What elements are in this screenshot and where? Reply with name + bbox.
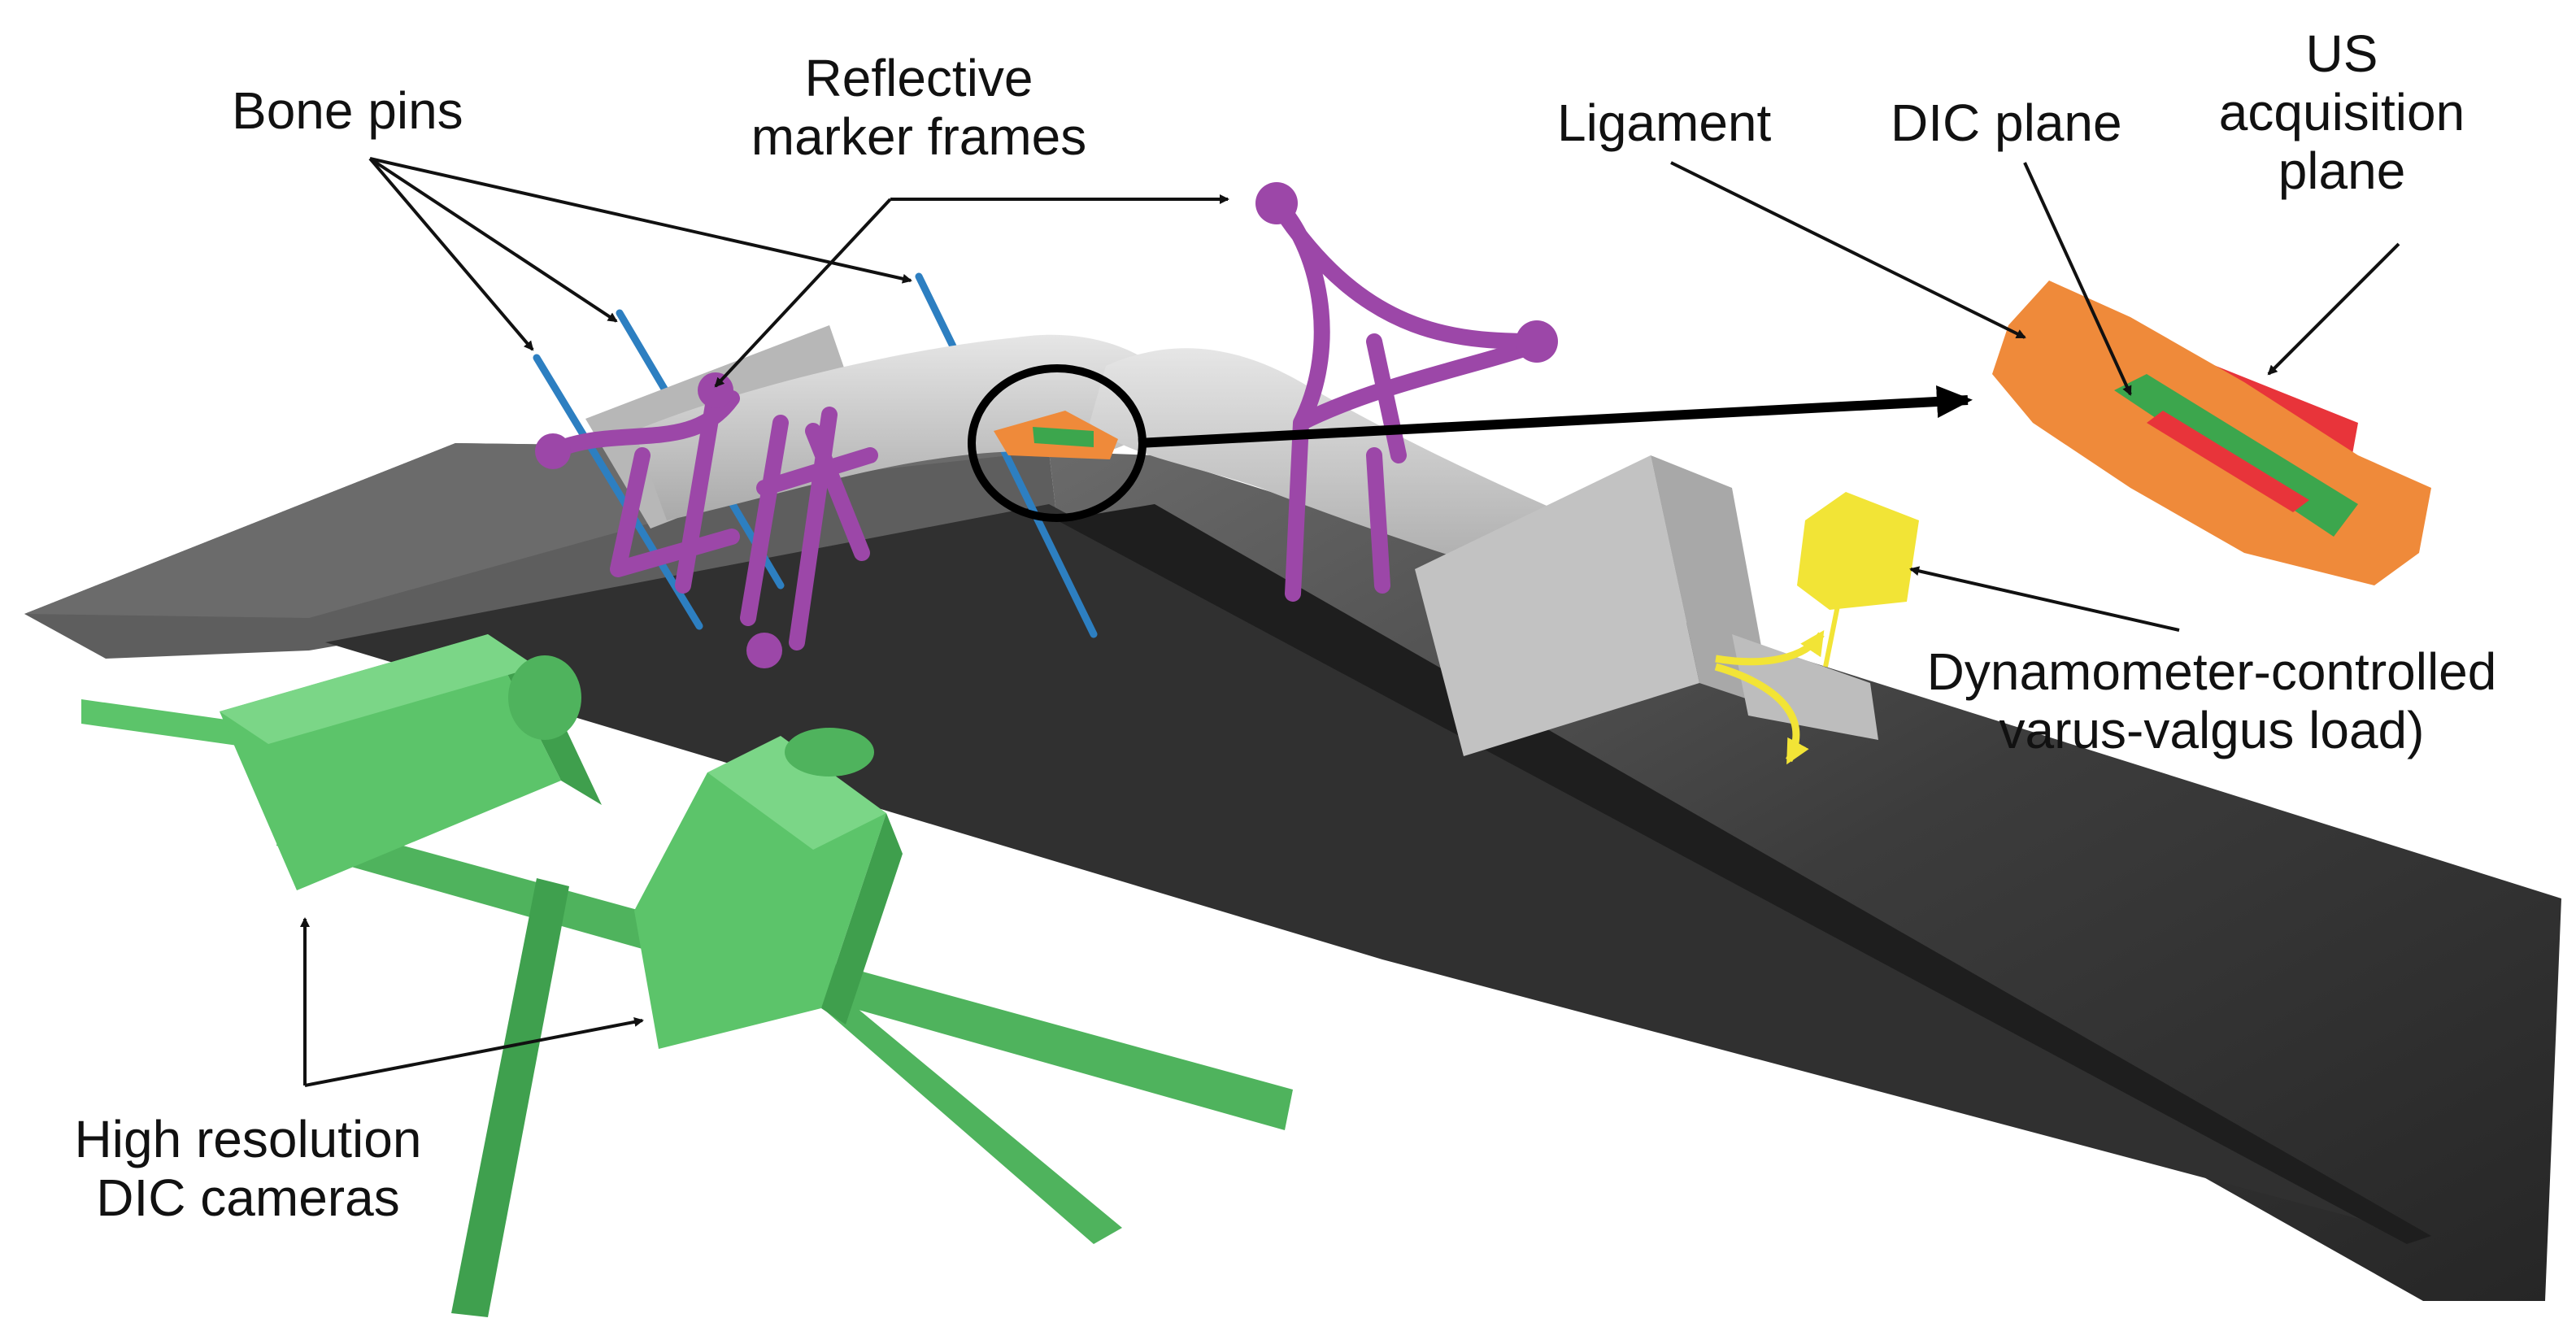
dic-cameras [81,634,1293,1317]
arrow-marker-frames-1 [714,198,892,388]
marker-frame-tibia [1268,195,1553,602]
arrow-bone-pins-3 [369,157,912,284]
label-us-line3: plane [2278,141,2406,200]
arrow-bone-pins-1 [368,157,534,351]
arrow-bone-pins-2 [368,157,618,323]
label-reflective-line2: marker frames [751,107,1087,166]
dynamometer-rod [1823,605,1840,668]
arrow-ligament [1670,161,2026,339]
label-dyn-line2: varus-valgus load) [1999,701,2425,759]
zoom-arrow [1138,385,1973,448]
arrow-dic-plane [2023,162,2132,396]
load-arrow-up [1715,630,1825,666]
label-ligament: Ligament [1557,94,1772,152]
label-us-acquisition-plane: US acquisition plane [2171,24,2513,200]
camera-1-lens [508,655,581,740]
marker-sphere-5 [1516,320,1558,363]
platform-shadow [325,504,2423,1236]
marker-frame-femur-1 [545,382,740,594]
dynamometer [1714,492,1919,765]
label-us-line2: acquisition [2218,83,2465,141]
camera-leg-1 [451,878,569,1317]
dic-plane-small [1033,427,1094,447]
platform-groove [1057,504,2431,1244]
label-dic-cameras: High resolution DIC cameras [37,1110,459,1227]
annotation-arrows [300,157,2400,1087]
label-dic-plane: DIC plane [1891,94,2122,152]
marker-sphere-1 [535,433,571,469]
camera-1-top [220,634,537,744]
label-cam-line1: High resolution [74,1110,422,1168]
camera-2-lens [785,728,874,777]
ligament-enlarged [1992,281,2431,585]
label-bone-pins: Bone pins [232,81,463,140]
camera-leg-2 [813,992,1122,1244]
marker-sphere-2 [698,372,733,408]
marker-frame-femur-2 [740,407,878,650]
platform [24,443,2561,1301]
arrow-cameras-2 [304,1017,644,1087]
label-us-line1: US [2305,24,2378,83]
label-dyn-line1: Dynamometer-controlled [1926,642,2497,701]
tibia-clamp [1415,455,1699,756]
label-dynamometer: Dynamometer-controlled varus-valgus load… [1862,642,2561,759]
marker-sphere-4 [1255,182,1298,224]
bone-pin-1 [533,354,703,630]
label-cam-line2: DIC cameras [96,1168,400,1227]
marker-sphere-3 [746,633,782,668]
us-plane-inner [2147,411,2309,512]
label-reflective-marker-frames: Reflective marker frames [732,49,1106,166]
arrow-dynamometer [1909,566,2180,632]
marker-frames [535,182,1558,668]
bone-pin-3 [915,272,1098,638]
load-arrow-down [1714,663,1809,765]
ligament-inset-on-knee [968,364,1973,522]
camera-2-side [821,813,903,1025]
camera-2-top [707,736,886,850]
dynamometer-box [1797,492,1919,610]
tibia [1090,348,1561,585]
platform-left-plank-top [24,443,1049,618]
arrow-us-plane [2267,242,2400,376]
label-reflective-line1: Reflective [804,49,1033,107]
